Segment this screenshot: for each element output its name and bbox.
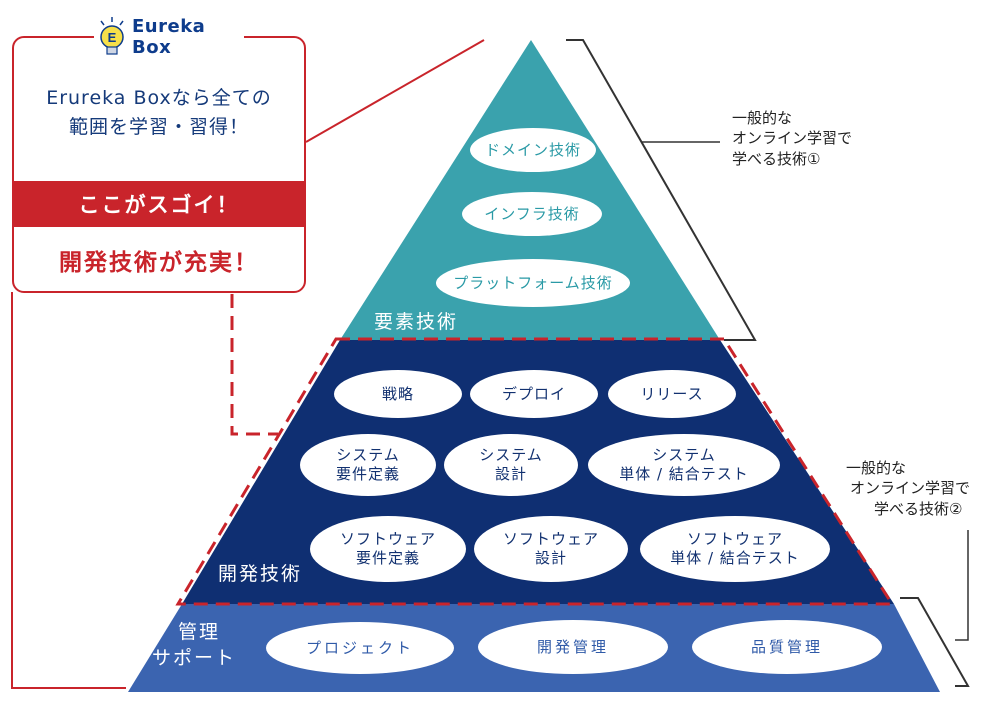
tier-development-label: 開発技術 xyxy=(218,563,303,585)
pill-software-requirements: ソフトウェア 要件定義 xyxy=(310,516,466,582)
pill-system-design: システム 設計 xyxy=(444,434,578,496)
pill-project: プロジェクト xyxy=(266,622,454,674)
eureka-box-logo: E Eureka Box xyxy=(94,8,244,66)
pill-dev-management: 開発管理 xyxy=(478,620,668,674)
pill-software-test: ソフトウェア 単体 / 結合テスト xyxy=(640,516,830,582)
tier-elements-shape xyxy=(340,40,720,340)
pill-strategy: 戦略 xyxy=(334,370,462,418)
callout-box: Erureka Boxなら全ての 範囲を学習・習得！ ここがスゴイ！ 開発技術が… xyxy=(12,36,306,293)
bracket-2 xyxy=(900,597,970,687)
development-highlight-dashed xyxy=(175,337,895,606)
pill-domain: ドメイン技術 xyxy=(470,128,596,172)
bracket-1 xyxy=(566,39,757,341)
pill-release: リリース xyxy=(608,370,736,418)
svg-text:E: E xyxy=(108,30,117,45)
pill-quality-management: 品質管理 xyxy=(692,620,882,674)
lightbulb-icon: E xyxy=(98,17,126,57)
bracket-2-pointer xyxy=(955,530,969,641)
pill-infra: インフラ技術 xyxy=(462,192,602,236)
pill-deploy: デプロイ xyxy=(470,370,598,418)
callout-connector-top xyxy=(305,39,485,143)
pill-platform: プラットフォーム技術 xyxy=(436,259,630,307)
pill-system-test: システム 単体 / 結合テスト xyxy=(588,434,780,496)
tier-management-label: 管理 サポート xyxy=(152,621,237,669)
note-general-1: 一般的な オンライン学習で 学べる技術① xyxy=(732,109,853,168)
note-general-2: 一般的な オンライン学習で 学べる技術② xyxy=(846,459,971,518)
callout-left-frame xyxy=(11,292,126,689)
pill-software-design: ソフトウェア 設計 xyxy=(474,516,628,582)
pill-system-requirements: システム 要件定義 xyxy=(300,434,436,496)
callout-punchline: 開発技術が充実！ xyxy=(59,250,259,276)
callout-connector-dashed xyxy=(230,294,278,436)
tier-elements-label: 要素技術 xyxy=(374,311,459,333)
callout-lead: Erureka Boxなら全ての 範囲を学習・習得！ xyxy=(46,87,272,139)
logo-text: Eureka Box xyxy=(132,16,206,58)
callout-band: ここがスゴイ！ xyxy=(12,181,306,227)
